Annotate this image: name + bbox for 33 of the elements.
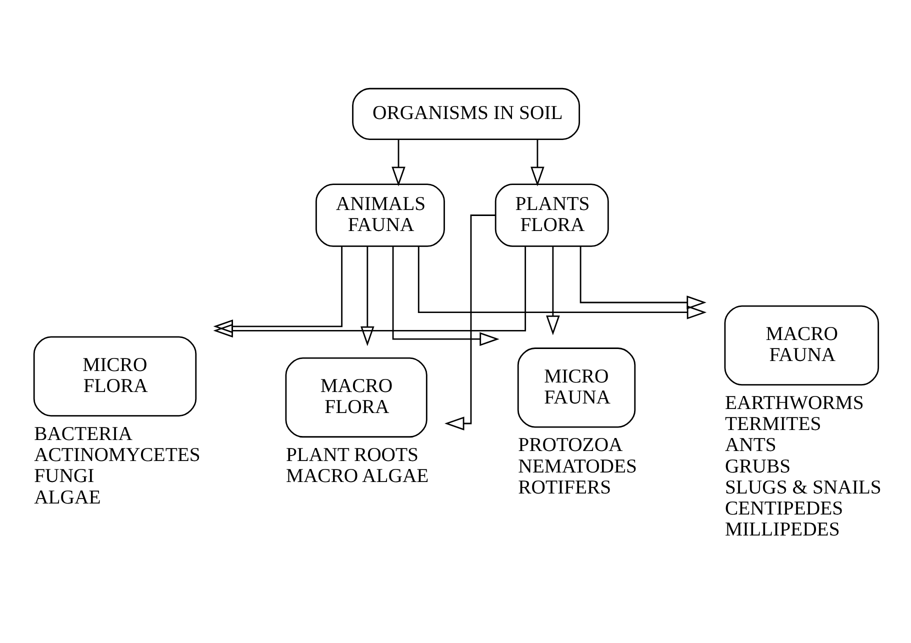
node-box: ORGANISMS IN SOIL — [352, 88, 580, 140]
node-label: ROTIFERS — [518, 476, 612, 498]
node-label: FUNGI — [34, 465, 94, 488]
arrow — [444, 214, 496, 430]
node-box: MICRO FLORA — [33, 336, 197, 416]
node-label: ACTINOMYCETES — [34, 444, 200, 466]
node-label: PLANT ROOTS — [286, 444, 418, 466]
node-label: PROTOZOA — [518, 434, 623, 456]
node-label: TERMITES — [724, 413, 822, 436]
arrow — [580, 246, 706, 310]
node-box: MACRO FLORA — [285, 357, 428, 438]
node-box: MACRO FAUNA — [724, 305, 880, 386]
node-label: CENTIPEDES — [724, 498, 844, 520]
arrow — [530, 140, 544, 186]
node-label: ANTS — [724, 434, 776, 456]
node-box: PLANTS FLORA — [494, 184, 609, 247]
node-label: NEMATODES — [518, 455, 637, 478]
node-box: MICRO FAUNA — [517, 348, 636, 428]
node-label: MACRO ALGAE — [286, 465, 429, 488]
arrow — [392, 140, 406, 186]
node-label: MILLIPEDES — [724, 518, 840, 541]
node-box: ANIMALS FAUNA — [316, 184, 445, 247]
node-label: BACTERIA — [34, 422, 133, 445]
arrow — [546, 246, 560, 336]
arrow — [213, 246, 343, 334]
arrow — [418, 246, 707, 320]
node-label: EARTHWORMS — [724, 392, 864, 414]
arrow — [360, 246, 374, 346]
node-label: GRUBS — [724, 455, 791, 478]
node-label: SLUGS & SNAILS — [724, 476, 882, 498]
arrow — [213, 246, 526, 338]
arrow — [392, 246, 500, 346]
node-label: ALGAE — [34, 486, 101, 508]
